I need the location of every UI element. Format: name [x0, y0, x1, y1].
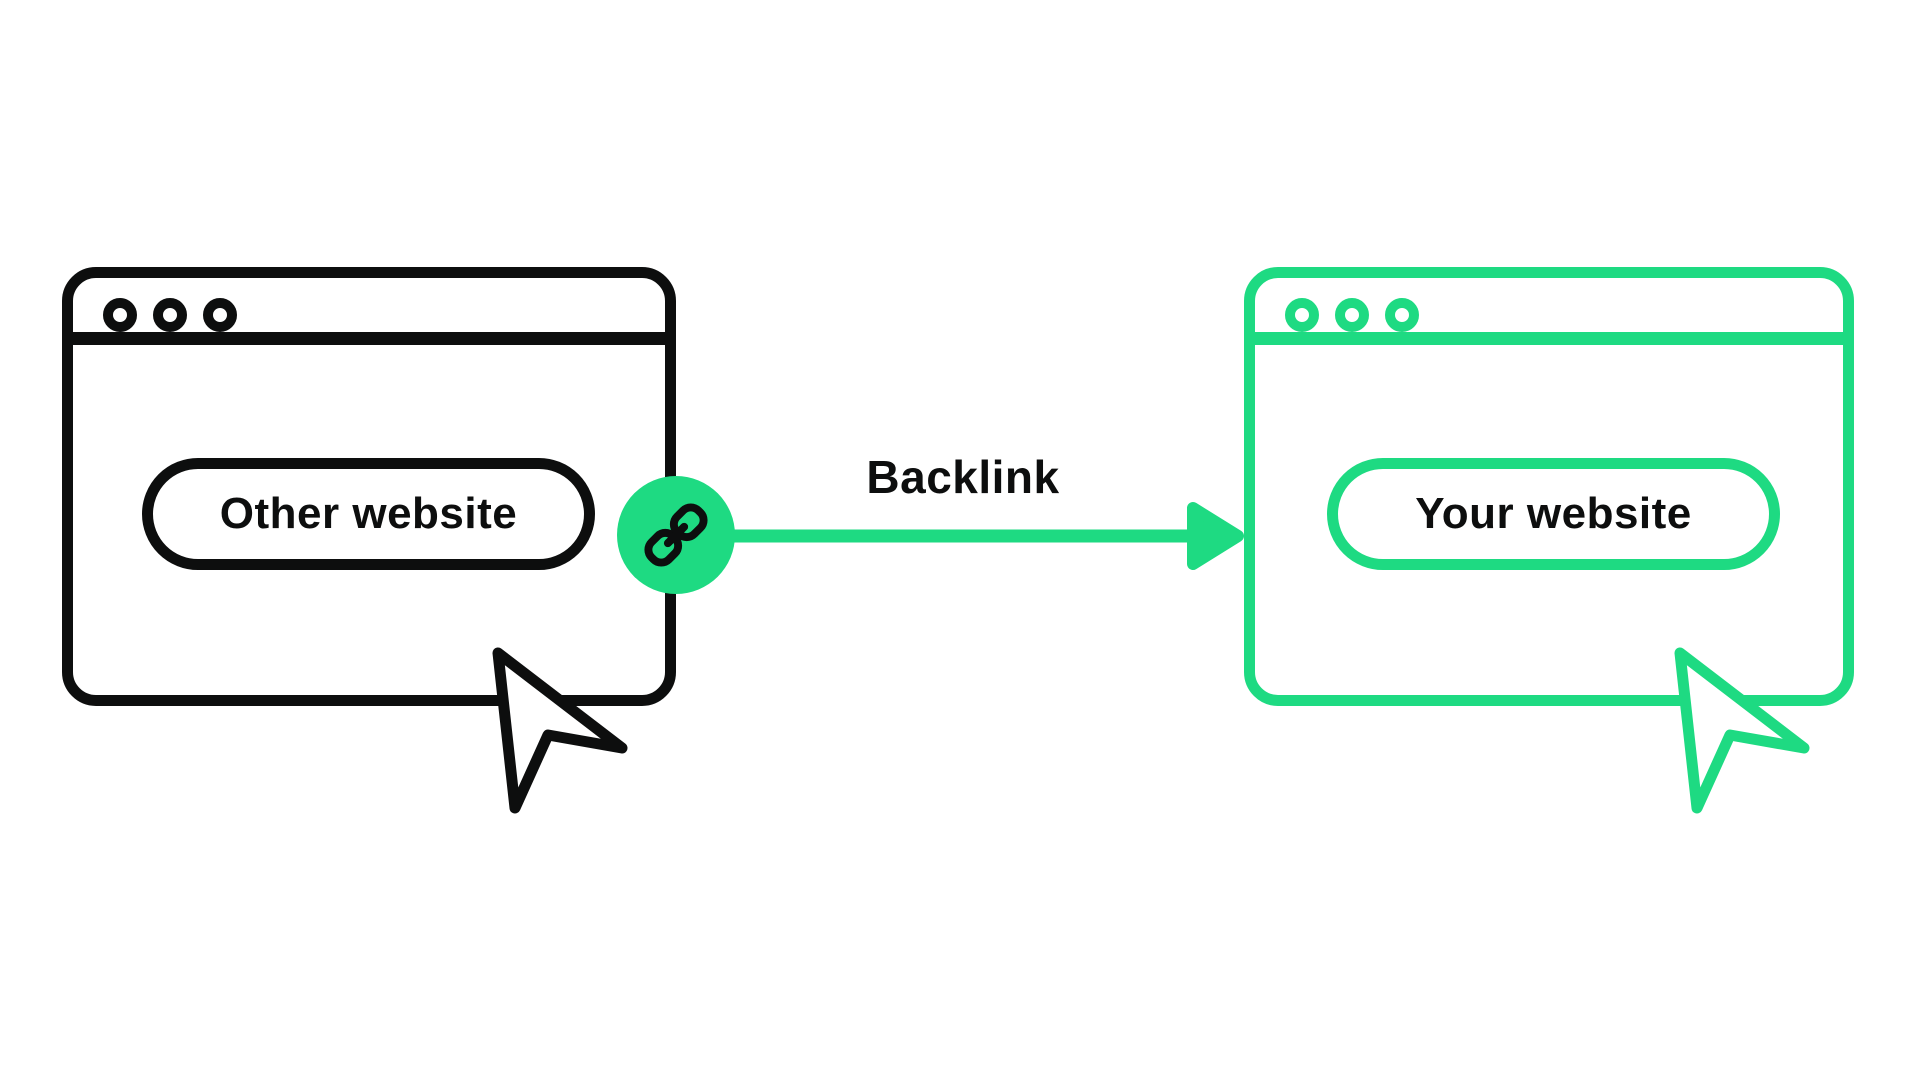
green-cursor-icon — [1674, 647, 1810, 814]
window-dot-icon — [1335, 298, 1369, 332]
your-website-titlebar — [1255, 278, 1843, 345]
chain-link-icon — [644, 503, 708, 567]
backlink-label: Backlink — [866, 451, 1060, 503]
window-dot-icon — [1385, 298, 1419, 332]
your-website-pill: Your website — [1327, 458, 1780, 570]
other-website-titlebar — [73, 278, 665, 345]
black-cursor-icon — [492, 647, 628, 814]
other-website-pill: Other website — [142, 458, 595, 570]
backlink-arrow — [733, 502, 1244, 570]
window-dot-icon — [103, 298, 137, 332]
window-dot-icon — [1285, 298, 1319, 332]
window-dot-icon — [203, 298, 237, 332]
link-badge — [617, 476, 735, 594]
window-dot-icon — [153, 298, 187, 332]
other-website-label: Other website — [219, 489, 518, 538]
your-website-label: Your website — [1415, 489, 1692, 538]
